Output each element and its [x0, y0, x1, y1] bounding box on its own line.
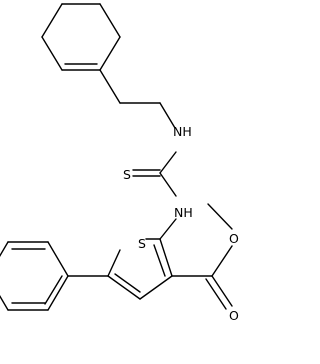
bond-linker-nh: [159, 102, 176, 129]
bond-c2-c3-double: [153, 244, 166, 277]
bond-ph-a: [47, 241, 69, 277]
label-carbonyl-oxygen: O: [229, 308, 239, 323]
bond-linker-a: [99, 69, 121, 104]
bond-nh-c: [159, 151, 177, 174]
bond-carbonyl-double-b: [205, 278, 227, 310]
bond-ph-c: [0, 241, 9, 257]
methyl-ester-group: [171, 203, 233, 310]
bond-oxygen-methyl: [207, 203, 233, 230]
atom-labels: NH S NH S O O: [123, 124, 239, 323]
bond-c2-c3: [159, 238, 173, 277]
label-nh-upper: NH: [173, 124, 192, 139]
molecule-structure: NH S NH S O O: [0, 3, 239, 323]
bond-ph-f: [47, 275, 69, 311]
bond-c-nh: [159, 172, 177, 197]
bond-nh-thiophene: [159, 218, 177, 240]
label-thione-sulfur: S: [123, 167, 131, 182]
label-ester-oxygen: O: [229, 231, 239, 246]
label-thiophene-sulfur: S: [138, 236, 146, 251]
bond-carbonyl-oxygen: [211, 245, 233, 277]
bond-ring-f: [41, 3, 63, 38]
bond-ring-b: [99, 3, 121, 38]
bond-c4-c5: [107, 275, 141, 300]
bond-ph-d: [0, 295, 9, 311]
thiourea-group: [132, 151, 177, 240]
molecule-canvas: NH S NH S O O: [0, 3, 239, 323]
bond-c3-c4: [139, 275, 173, 300]
cyclohexene-ring: [41, 3, 121, 71]
bond-c4-c5-double: [114, 273, 141, 293]
bond-c5-s: [107, 249, 121, 277]
label-nh-lower: NH: [174, 205, 193, 220]
bond-carbonyl-double-a: [211, 275, 233, 307]
thiophene-ring: [107, 238, 173, 300]
phenyl-ring: [0, 241, 109, 311]
bond-ph-f-double: [44, 275, 63, 305]
bond-ring-e: [41, 36, 63, 71]
bond-ring-c: [99, 36, 121, 71]
ethyl-linker: [99, 69, 176, 129]
